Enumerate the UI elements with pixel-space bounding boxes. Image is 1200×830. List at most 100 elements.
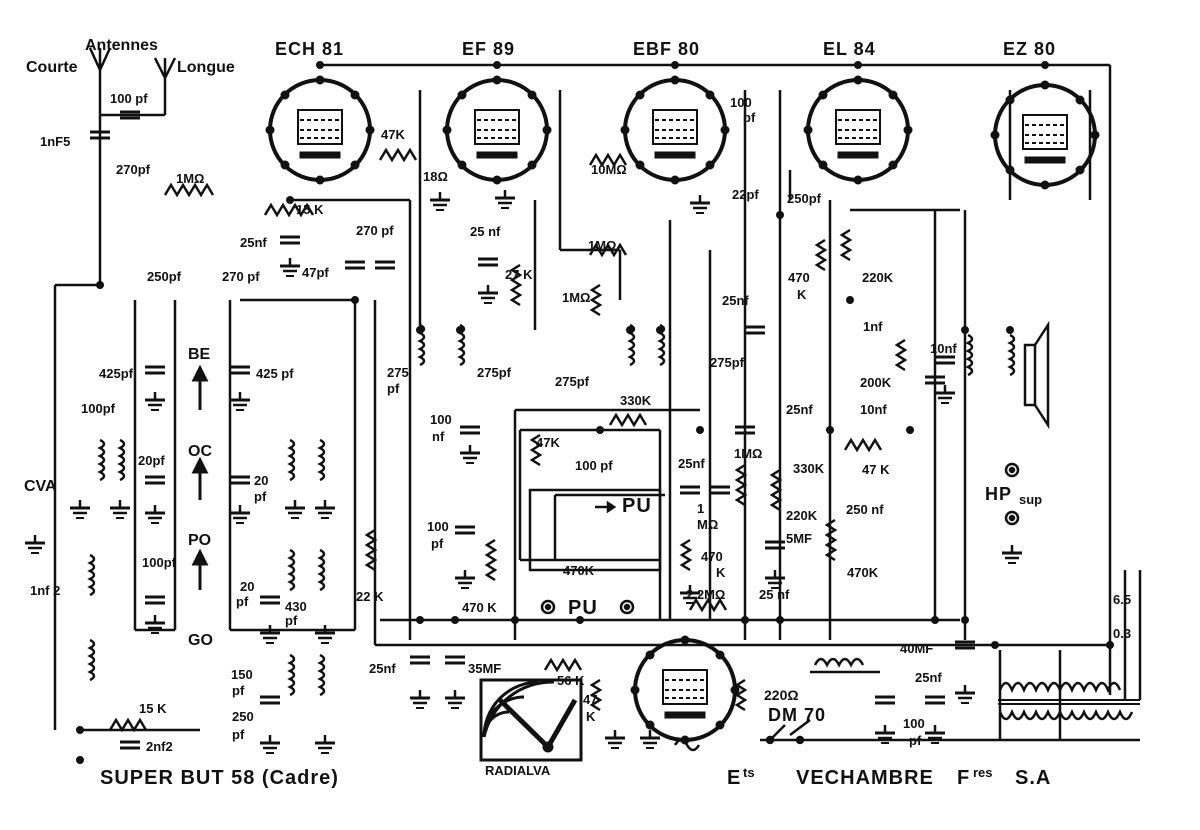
component-label: 270pf xyxy=(116,162,150,177)
maker-prefix-sup: ts xyxy=(743,765,755,780)
antenna-long-label: Longue xyxy=(177,59,235,76)
component-label: 250pf xyxy=(787,191,821,206)
component-label: MΩ xyxy=(697,517,719,532)
component-label: 10nf xyxy=(930,341,957,356)
component-label: 100pf xyxy=(142,555,176,570)
component-label: 40MF xyxy=(900,641,934,656)
component-label: 1nF5 xyxy=(40,134,71,149)
component-label: 2.2MΩ xyxy=(686,587,726,602)
component-label: 20 xyxy=(254,473,269,488)
component-label: 100 xyxy=(427,519,449,534)
maker-prefix: E xyxy=(727,767,742,789)
voltage-label-0v3: 0.3 xyxy=(1113,626,1132,641)
component-label: 100 pf xyxy=(110,91,148,106)
component-label: 47K xyxy=(536,435,560,450)
cva-terminal-label: CVA xyxy=(24,478,57,495)
component-label: 250pf xyxy=(147,269,181,284)
component-label: 470 xyxy=(701,549,723,564)
component-label: 470K xyxy=(563,563,595,578)
component-label: nf xyxy=(432,429,445,444)
component-label: 100 pf xyxy=(575,458,613,473)
maker-name: VECHAMBRE xyxy=(796,767,934,789)
component-label: 15 K xyxy=(139,701,167,716)
component-label: pf xyxy=(254,489,267,504)
component-label: 25nf xyxy=(786,402,813,417)
component-label: 25nf xyxy=(369,661,396,676)
maker-sa: S.A xyxy=(1015,767,1052,789)
component-label: 275pf xyxy=(555,374,589,389)
component-label: K xyxy=(586,709,596,724)
component-label: 25nf xyxy=(678,456,705,471)
component-label: 100pf xyxy=(81,401,115,416)
maker-f-sup: res xyxy=(973,765,993,780)
component-label: 22pf xyxy=(732,187,759,202)
component-label: 470K xyxy=(847,565,879,580)
component-label: 56 K xyxy=(557,673,585,688)
component-label: 18Ω xyxy=(423,169,448,184)
pu-jack-label: PU xyxy=(568,597,598,619)
loudspeaker-sub-label: sup xyxy=(1019,492,1043,507)
component-label: 20pf xyxy=(138,453,165,468)
tube-label-ech81: ECH 81 xyxy=(275,39,345,59)
loudspeaker-label: HP xyxy=(985,484,1013,504)
component-label: K xyxy=(716,565,726,580)
component-label: 1MΩ xyxy=(562,290,591,305)
component-label: 1nf 2 xyxy=(30,583,61,598)
component-label: 425 pf xyxy=(256,366,294,381)
component-label: 425pf xyxy=(99,366,133,381)
component-label: 100 xyxy=(730,95,752,110)
tube-label-ez80: EZ 80 xyxy=(1003,39,1057,59)
component-label: 275pf xyxy=(477,365,511,380)
component-label: 470 xyxy=(788,270,810,285)
component-label: 150 xyxy=(231,667,253,682)
antenna-short-label: Courte xyxy=(26,59,78,76)
component-label: 35MF xyxy=(468,661,502,676)
voltage-label-6v5: 6.5 xyxy=(1113,592,1132,607)
component-label: 25nf xyxy=(240,235,267,250)
model-title: SUPER BUT 58 (Cadre) xyxy=(100,767,339,789)
component-label: 1 xyxy=(697,501,705,516)
component-label: 15 K xyxy=(296,202,324,217)
component-label: 25 nf xyxy=(470,224,501,239)
component-label: 22 K xyxy=(356,589,384,604)
component-label: pf xyxy=(285,613,298,628)
component-label: 250 nf xyxy=(846,502,884,517)
component-label: 275 xyxy=(387,365,409,380)
component-label: 330K xyxy=(793,461,825,476)
component-label: 1MΩ xyxy=(176,171,205,186)
component-label: 250 xyxy=(232,709,254,724)
component-label: 330K xyxy=(620,393,652,408)
component-label: pf xyxy=(909,733,922,748)
tube-label-ef89: EF 89 xyxy=(462,39,516,59)
component-label: 1nf xyxy=(863,319,883,334)
component-label: K xyxy=(797,287,807,302)
tube-label-el84: EL 84 xyxy=(823,39,876,59)
component-label: 27 K xyxy=(505,267,533,282)
component-label: 10MΩ xyxy=(591,162,627,177)
component-label: 47pf xyxy=(302,265,329,280)
component-label: 5MF xyxy=(786,531,812,546)
component-label: pf xyxy=(431,536,444,551)
component-label: 47 xyxy=(583,692,598,707)
antennas-title: Antennes xyxy=(85,37,158,54)
component-label: 270 pf xyxy=(222,269,260,284)
band-label-po: PO xyxy=(188,532,212,549)
component-label: 275pf xyxy=(710,355,744,370)
component-label: 470 K xyxy=(462,600,497,615)
component-label: pf xyxy=(232,683,245,698)
component-label: 430 xyxy=(285,599,307,614)
pu-box-label: PU xyxy=(622,495,652,517)
component-label: 47 K xyxy=(862,462,890,477)
component-label: 220Ω xyxy=(764,687,799,703)
brand-logo-text: RADIALVA xyxy=(485,763,551,778)
radialva-logo xyxy=(479,678,583,762)
component-label: pf xyxy=(387,381,400,396)
component-label: 25 nf xyxy=(759,587,790,602)
component-label: 2nf2 xyxy=(146,739,173,754)
band-label-oc: OC xyxy=(188,443,212,460)
component-label: pf xyxy=(236,594,249,609)
band-label-go: GO xyxy=(188,632,213,649)
component-label: pf xyxy=(743,110,756,125)
component-label: 220K xyxy=(786,508,818,523)
